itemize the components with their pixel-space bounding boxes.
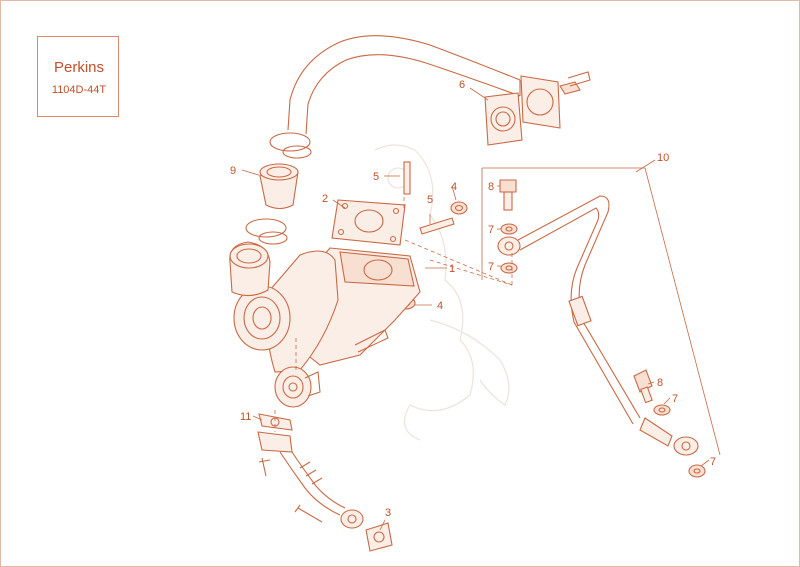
callout-4a: 4	[451, 181, 457, 193]
brand-box: Perkins 1104D-44T	[37, 36, 119, 117]
part-1-turbocharger	[229, 241, 421, 408]
callout-9: 9	[230, 165, 236, 177]
part-10-bracket	[481, 167, 721, 456]
leader-lines	[241, 87, 710, 531]
callout-2: 2	[322, 193, 328, 205]
part-3-gasket	[365, 522, 393, 552]
callout-3: 3	[385, 507, 391, 519]
callout-8b: 8	[657, 377, 663, 389]
callout-4b: 4	[437, 300, 443, 312]
part-10-oil-pipe	[497, 195, 699, 456]
drain-tube	[257, 431, 364, 529]
callout-11: 11	[240, 411, 251, 423]
part-11-gasket	[258, 413, 293, 431]
part-2-gasket	[331, 199, 406, 246]
callout-1: 1	[449, 263, 455, 275]
part-7-washers-upper	[500, 223, 518, 274]
part-5-studs	[403, 161, 455, 235]
part-8-bolt-upper	[499, 179, 517, 211]
upper-pipe	[287, 35, 521, 135]
callout-labels: 1 2 3 4 4 5 5 6 7 7 7 7 8 8 9 10 11	[230, 79, 716, 519]
callout-6: 6	[459, 79, 465, 91]
callout-8a: 8	[488, 181, 494, 193]
brand-name: Perkins	[53, 59, 105, 76]
callout-7a: 7	[488, 224, 494, 236]
callout-7c: 7	[672, 393, 678, 405]
engine-model: 1104D-44T	[51, 84, 107, 96]
assembly-dashed-lines	[274, 190, 513, 432]
callout-5a: 5	[373, 171, 379, 183]
part-6-flange	[484, 71, 591, 146]
part-7-washers-lower	[653, 404, 706, 478]
callout-7b: 7	[488, 261, 494, 273]
part-9-sleeve	[245, 132, 312, 245]
callout-5b: 5	[427, 194, 433, 206]
part-8-bolt-lower	[633, 369, 653, 404]
callout-10: 10	[657, 152, 669, 164]
callout-7d: 7	[710, 456, 716, 468]
